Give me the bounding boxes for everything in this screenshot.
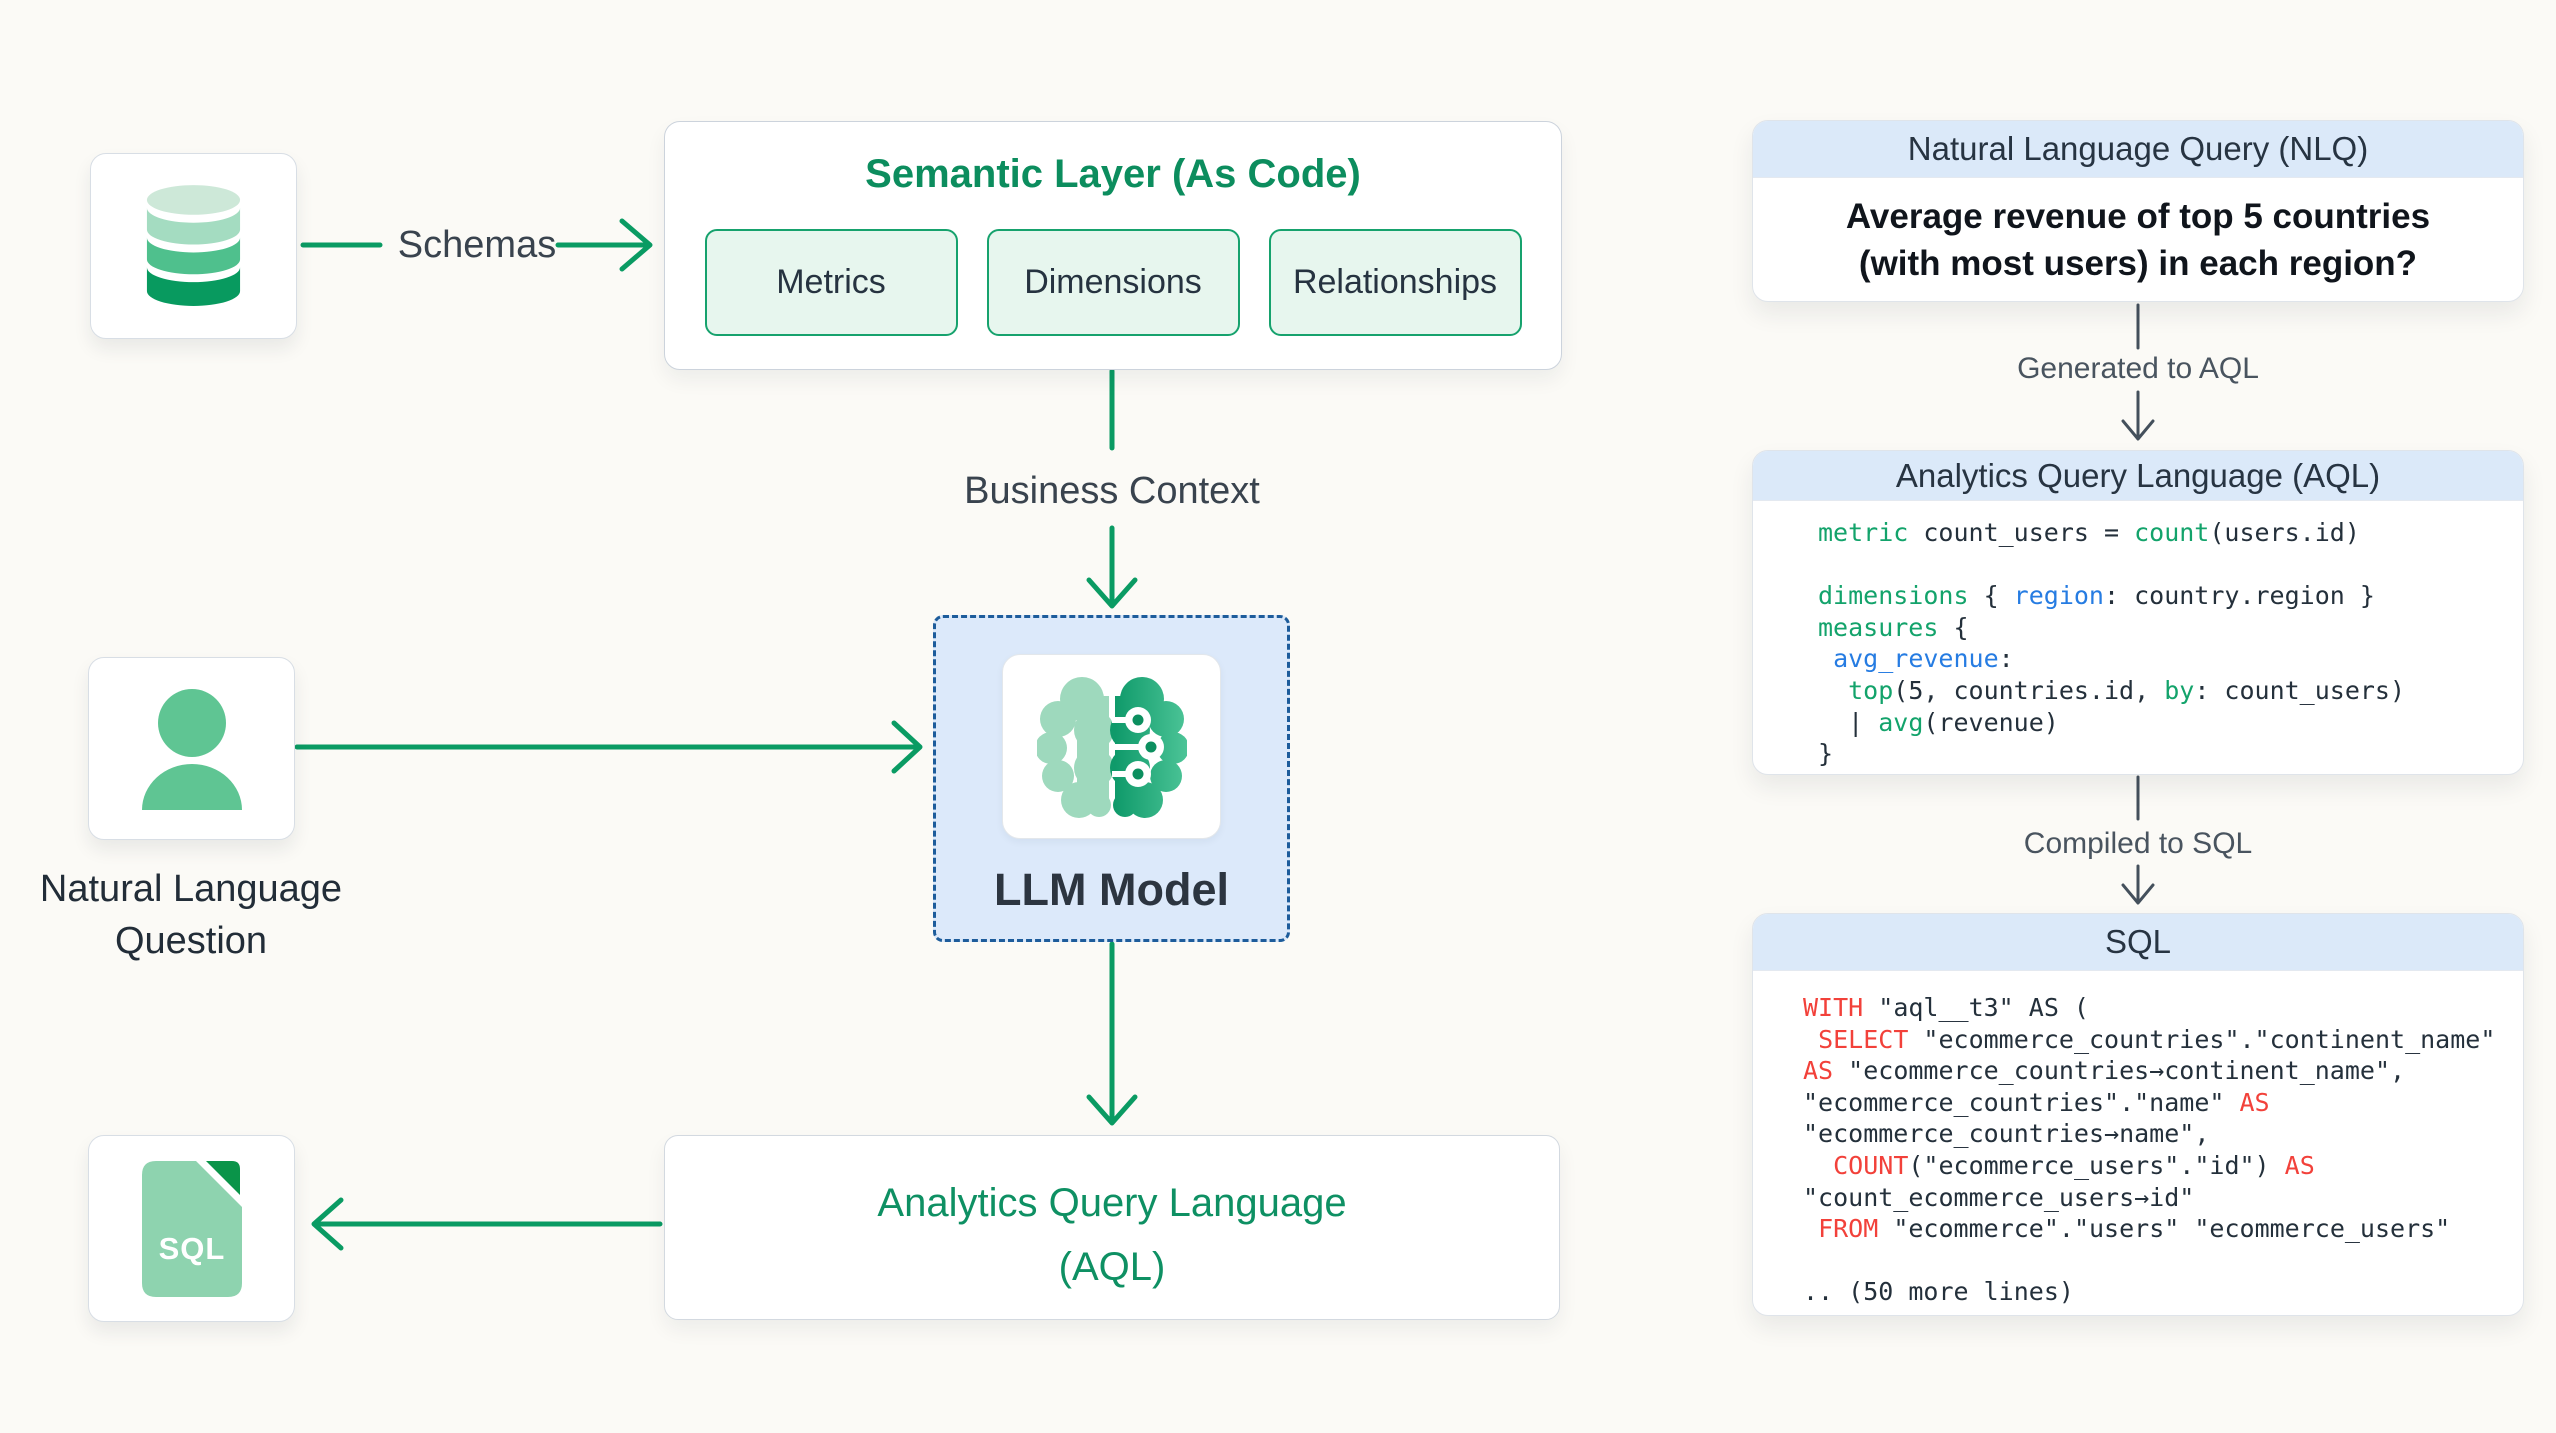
person-icon bbox=[141, 688, 242, 810]
code-line: dimensions { region: country.region } bbox=[1818, 581, 2375, 611]
aql-code-box-header: Analytics Query Language (AQL) bbox=[1753, 451, 2523, 501]
llm-to-aql-arrow bbox=[1086, 941, 1138, 1126]
person-card bbox=[88, 657, 295, 840]
sql-code: WITH "aql__t3" AS ( SELECT "ecommerce_co… bbox=[1803, 992, 2495, 1308]
nlq-box: Natural Language Query (NLQ) Average rev… bbox=[1752, 120, 2524, 302]
code-line: | avg(revenue) bbox=[1818, 707, 2059, 737]
nlq-box-header: Natural Language Query (NLQ) bbox=[1753, 121, 2523, 178]
aql-output-box: Analytics Query Language (AQL) bbox=[664, 1135, 1560, 1320]
sql-file-icon-label: SQL bbox=[158, 1231, 225, 1266]
semantic-layer-box: Semantic Layer (As Code) Metrics Dimensi… bbox=[664, 121, 1562, 370]
nlq-to-aql-arrow bbox=[2121, 390, 2155, 441]
brain-circuit-icon bbox=[1036, 676, 1187, 818]
nlq-question-line2: (with most users) in each region? bbox=[1858, 244, 2418, 283]
aql-to-sqlfile-arrow bbox=[311, 1197, 663, 1251]
llm-model-box: LLM Model bbox=[933, 615, 1290, 942]
code-line: } bbox=[1818, 739, 1834, 769]
code-line: measures { bbox=[1818, 612, 1969, 642]
sql-code-box: SQL WITH "aql__t3" AS ( SELECT "ecommerc… bbox=[1752, 913, 2524, 1316]
context-to-llm-arrow bbox=[1086, 525, 1138, 609]
schemas-to-semantic-arrow bbox=[555, 218, 653, 272]
compiled-to-sql-label: Compiled to SQL bbox=[2023, 827, 2253, 860]
aql-to-sql-arrow bbox=[2121, 864, 2155, 905]
code-line: FROM "ecommerce"."users" "ecommerce_user… bbox=[1818, 1214, 2451, 1244]
code-line: SELECT "ecommerce_countries"."continent_… bbox=[1818, 1024, 2496, 1054]
nl-question-line2: Question bbox=[114, 920, 268, 962]
semantic-layer-title: Semantic Layer (As Code) bbox=[865, 152, 1361, 196]
code-line bbox=[1818, 549, 2405, 581]
metrics-chip: Metrics bbox=[704, 229, 958, 336]
code-line: "ecommerce_countries→name", bbox=[1803, 1119, 2210, 1149]
code-line: AS "ecommerce_countries→continent_name", bbox=[1803, 1056, 2406, 1086]
code-line: metric count_users = count(users.id) bbox=[1818, 518, 2360, 547]
nlq-question: Average revenue of top 5 countries (with… bbox=[1753, 178, 2523, 301]
nl-question-line1: Natural Language bbox=[39, 868, 343, 910]
relationships-chip: Relationships bbox=[1268, 229, 1522, 336]
sql-file-icon: SQL bbox=[141, 1160, 242, 1297]
dimensions-chip: Dimensions bbox=[986, 229, 1240, 336]
code-line: WITH "aql__t3" AS ( bbox=[1803, 993, 2089, 1022]
aql-output-line1: Analytics Query Language bbox=[877, 1180, 1347, 1225]
code-line: .. (50 more lines) bbox=[1803, 1277, 2074, 1307]
aql-code-box: Analytics Query Language (AQL) metric co… bbox=[1752, 450, 2524, 775]
schemas-label: Schemas bbox=[397, 224, 557, 266]
generated-to-aql-label: Generated to AQL bbox=[2017, 352, 2259, 385]
code-line: avg_revenue: bbox=[1833, 644, 2014, 674]
person-to-llm-arrow bbox=[294, 720, 923, 774]
database-icon bbox=[146, 184, 241, 306]
code-line bbox=[1803, 1245, 2495, 1277]
sql-code-box-header: SQL bbox=[1753, 914, 2523, 971]
sql-file-card: SQL bbox=[88, 1135, 295, 1322]
file-fold-corner bbox=[205, 1160, 240, 1195]
code-line: COUNT("ecommerce_users"."id") AS bbox=[1833, 1150, 2315, 1180]
database-card bbox=[90, 153, 297, 339]
aql-code: metric count_users = count(users.id) dim… bbox=[1818, 517, 2405, 770]
natural-language-question-label: Natural Language Question bbox=[15, 863, 367, 967]
code-line: "count_ecommerce_users→id" bbox=[1803, 1182, 2195, 1212]
code-line: "ecommerce_countries"."name" AS bbox=[1803, 1087, 2270, 1117]
code-line: top(5, countries.id, by: count_users) bbox=[1848, 675, 2406, 705]
business-context-label: Business Context bbox=[964, 470, 1260, 512]
nlq-question-line1: Average revenue of top 5 countries bbox=[1845, 197, 2431, 236]
llm-icon-card bbox=[1002, 654, 1221, 839]
brain-left-half bbox=[1036, 676, 1114, 818]
semantic-layer-chips: Metrics Dimensions Relationships bbox=[665, 229, 1561, 336]
llm-model-label: LLM Model bbox=[994, 864, 1229, 915]
brain-circuit-nodes bbox=[1124, 706, 1164, 787]
aql-output-line2: (AQL) bbox=[1058, 1244, 1166, 1289]
